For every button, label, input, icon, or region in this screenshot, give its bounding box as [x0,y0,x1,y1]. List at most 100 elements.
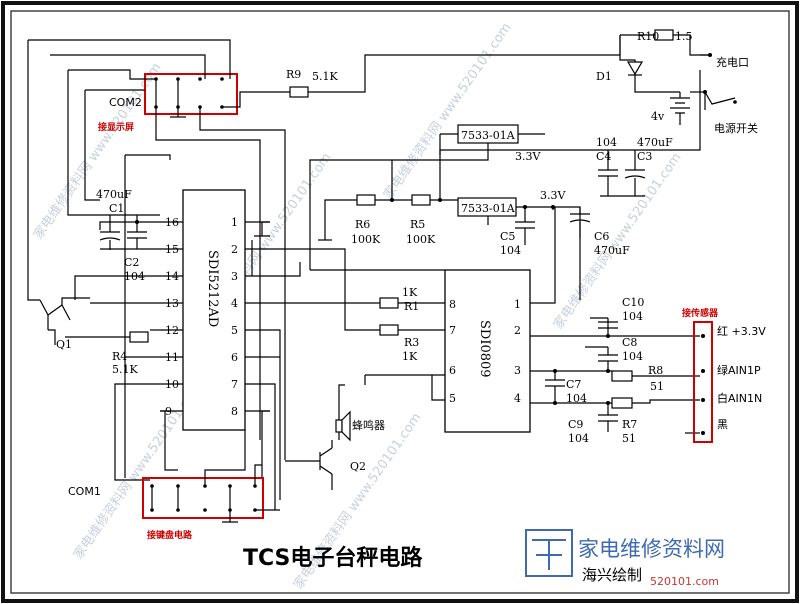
com1-highlight [142,477,264,519]
logo-site-name: 家电维修资料网 [578,537,725,561]
c5-label: C5 [500,230,515,243]
r1-value: 1K [402,286,418,299]
adc-pin-8: 8 [449,298,456,311]
pin-15: 15 [165,243,179,256]
c7-value: 104 [566,392,587,405]
site-logo: 家电维修资料网 520101.com [525,529,725,588]
pin-6: 6 [231,351,238,364]
pin-7: 7 [231,378,238,391]
c1-value: 470uF [96,188,132,201]
c4-label: C4 [596,150,611,163]
r7-value: 51 [622,432,636,445]
ic-main-right-pins [245,221,270,412]
transistor-q2 [285,440,333,490]
sensor-highlight [693,321,713,443]
r8-value: 51 [650,380,664,393]
pin-16: 16 [165,216,179,229]
v33-label-1: 3.3V [515,150,541,163]
adc-pin-5: 5 [449,392,456,405]
q1-label: Q1 [56,338,72,351]
transistor-q1 [39,297,90,345]
c6-label: C6 [594,230,609,243]
c5-c6-caps [515,207,591,245]
resistor-r5 [411,194,431,206]
c3-label: C3 [637,150,652,163]
regulator-1-label: 7533-01A [461,129,516,142]
inner-frame [10,10,790,594]
watermark-text-4: 家电维修资料网 www.520101.com [550,150,684,332]
v33-label-2: 3.3V [540,189,566,202]
c4-value: 104 [596,136,617,149]
r9-value: 5.1K [312,70,338,83]
r9-label: R9 [286,68,301,81]
regulator-2-label: 7533-01A [461,202,516,215]
resistor-r4 [129,331,149,343]
pin-8: 8 [231,405,238,418]
ic-sdi0809 [444,269,531,433]
c2-label: C2 [124,256,139,269]
resistor-r8 [611,370,633,382]
c1-label: C1 [109,202,124,215]
sensor-pin-black: 黑 [717,418,728,431]
pin-13: 13 [165,297,179,310]
ic-sdi0809-label: SDI0809 [477,320,492,378]
pin-2: 2 [231,243,238,256]
adc-pin-7: 7 [449,324,456,337]
c9-value: 104 [568,432,589,445]
resistor-r7 [611,397,633,409]
c3-value: 470uF [637,136,673,149]
ic-sdi5212ad [182,189,246,431]
keyboard-connector-label: 接键盘电路 [147,529,193,541]
adc-pin-2: 2 [514,324,521,337]
d1-label: D1 [596,70,612,83]
r5-label: R5 [410,218,425,231]
pin-14: 14 [165,270,179,283]
adc-right-wiring [530,207,700,434]
buzzer [335,384,351,442]
adc-pin-6: 6 [449,364,456,377]
sensor-connector-label: 接传感器 [682,307,719,319]
c7-label: C7 [566,378,581,391]
resistor-r3 [379,324,399,336]
q2-label: Q2 [350,460,366,473]
author-credit: 海兴绘制 [582,566,642,584]
com1-label: COM1 [68,485,101,498]
power-section [439,29,737,155]
pin-9: 9 [165,405,172,418]
c2-value: 104 [124,270,145,283]
sensor-pin-white: 白AIN1N [717,391,762,405]
c9-label: C9 [568,418,583,431]
adc-left-wiring [310,269,445,401]
r7-label: R7 [622,418,637,431]
c6-value: 470uF [594,244,630,257]
ic-sdi5212ad-label: SDI5212AD [205,250,220,327]
battery-label: 4v [651,110,665,123]
adc-pin-4: 4 [514,392,521,405]
display-connector-label: 接显示屏 [98,121,134,133]
r5-value: 100K [406,233,436,246]
buzzer-label: 蜂鸣器 [352,418,385,432]
sensor-pin-red: 红 +3.3V [717,325,766,338]
r1-r3-wires [398,302,445,331]
adc-caps [545,317,618,432]
resistor-r6 [356,194,376,206]
sensor-pins [701,334,705,435]
r3-value: 1K [402,350,418,363]
charge-port-label: 充电口 [716,55,749,69]
pin-10: 10 [165,378,179,391]
power-switch-label: 电源开关 [714,121,758,135]
diagram-title: TCS电子台秤电路 [243,545,423,571]
r6-label: R6 [355,218,370,231]
c10-value: 104 [622,310,643,323]
pin-11: 11 [165,351,179,364]
top-wiring [27,35,621,478]
r8-label: R8 [648,364,663,377]
com1-pins [150,430,280,523]
r10-label: R10 [637,30,659,43]
r6-value: 100K [351,233,381,246]
diode-d1 [626,61,644,76]
c8-label: C8 [622,336,637,349]
c1-c2-caps [99,215,147,250]
